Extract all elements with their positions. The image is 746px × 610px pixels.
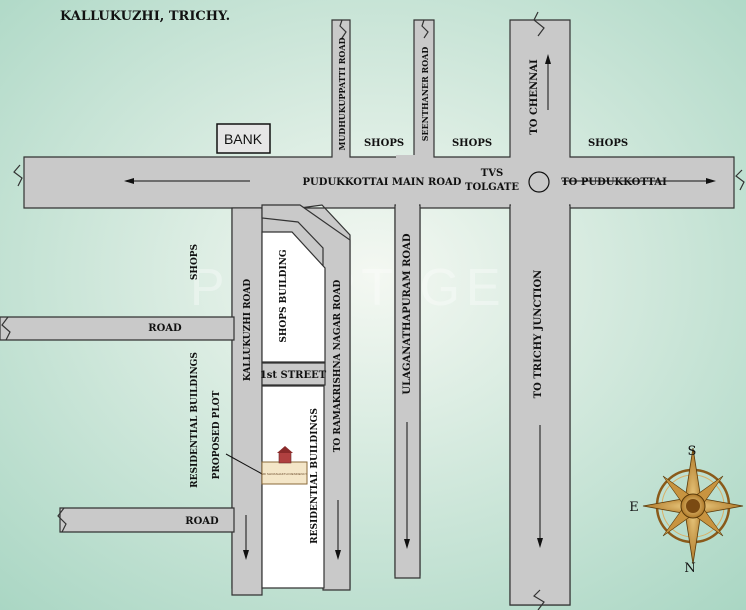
road-upper-label: ROAD xyxy=(148,323,182,334)
residential-left-label: RESIDENTIAL BUILDINGS xyxy=(190,352,200,488)
road-break-marks xyxy=(1,11,745,610)
bank-label: BANK xyxy=(224,131,263,147)
mudhukuppatti-road-label: MUDHUKUPPATTI ROAD xyxy=(337,37,347,150)
shops-left-label: SHOPS xyxy=(190,244,200,280)
compass-south: S xyxy=(688,444,697,459)
compass-east: E xyxy=(629,500,639,515)
map-title: KALLUKUZHI, TRICHY. xyxy=(60,9,230,24)
kallukuzhi-road-label: KALLUKUZHI ROAD xyxy=(243,279,253,382)
main-road-label: PUDUKKOTTAI MAIN ROAD xyxy=(303,177,462,188)
tolgate-label: TOLGATE xyxy=(465,182,519,193)
shops-label-3: SHOPS xyxy=(588,138,628,149)
ramakrishna-nagar-road xyxy=(261,204,351,591)
road-lower-label: ROAD xyxy=(185,516,219,527)
direction-arrows xyxy=(124,54,716,560)
shops-label-1: SHOPS xyxy=(364,138,404,149)
first-street-label: 1st STREET xyxy=(260,370,327,381)
tvs-label: TVS xyxy=(481,168,503,179)
plot-sign-text: SRI SHIVASHAKTHI RESIDENCY xyxy=(261,472,307,476)
ulaganathapuram-road-label: ULAGANATHAPURAM ROAD xyxy=(402,233,413,394)
residential-right-label: RESIDENTIAL BUILDINGS xyxy=(310,408,320,544)
compass-rose xyxy=(642,447,744,565)
shops-label-2: SHOPS xyxy=(452,138,492,149)
bank-box xyxy=(216,123,271,154)
compass-north: N xyxy=(684,561,695,576)
to-chennai-label: TO CHENNAI xyxy=(529,59,540,135)
shops-building-label: SHOPS BUILDING xyxy=(279,249,289,342)
tvs-tolgate-roundabout xyxy=(528,171,550,193)
ramakrishna-road-label: TO RAMAKRISHNA NAGAR ROAD xyxy=(333,280,343,453)
left-road-lower xyxy=(59,507,235,533)
left-road-upper xyxy=(0,316,235,341)
to-pudukkottai-label: TO PUDUKKOTTAI xyxy=(561,177,667,188)
shops-building-block xyxy=(261,231,326,363)
to-trichy-junction-label: TO TRICHY JUNCTION xyxy=(533,270,544,399)
first-street xyxy=(261,362,326,386)
proposed-plot-label: PROPOSED PLOT xyxy=(212,390,222,479)
kallukuzhi-road xyxy=(231,207,263,596)
seenthaner-road-label: SEENTHANER ROAD xyxy=(420,47,430,142)
proposed-plot-marker: SRI SHIVASHAKTHI RESIDENCY xyxy=(225,446,308,485)
residential-block xyxy=(261,385,325,589)
